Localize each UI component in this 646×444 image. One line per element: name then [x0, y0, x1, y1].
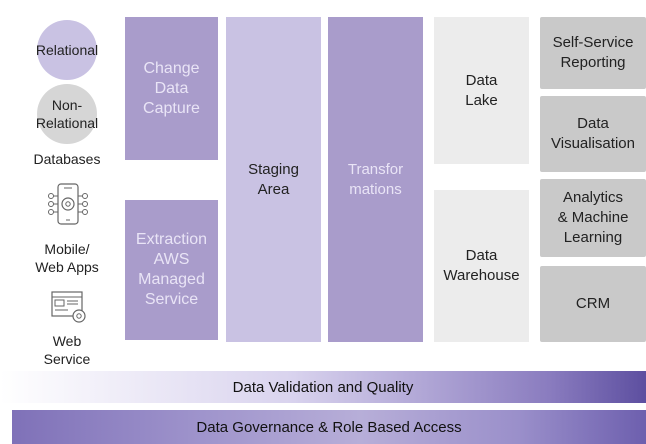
mobile-web-apps-label: Mobile/ Web Apps [35, 241, 99, 275]
analytics-ml-label: Analytics & Machine Learning [557, 189, 629, 246]
change-data-capture-block: Change Data Capture [125, 17, 218, 160]
relational-db-circle: Relational [35, 20, 99, 80]
data-validation-band: Data Validation and Quality [0, 371, 646, 403]
data-governance-label: Data Governance & Role Based Access [196, 418, 462, 436]
web-service-label: Web Service [43, 333, 91, 367]
change-data-capture-label: Change Data Capture [143, 59, 200, 117]
extraction-label: Extraction AWS Managed Service [135, 231, 208, 308]
data-warehouse-block: Data Warehouse [434, 190, 529, 342]
data-lake-label: Data Lake [465, 71, 498, 109]
extraction-block: Extraction AWS Managed Service [125, 200, 218, 340]
data-visualisation-label: Data Visualisation [551, 115, 635, 152]
data-warehouse-label: Data Warehouse [443, 247, 520, 284]
staging-area-block: Staging Area [226, 17, 321, 342]
non-relational-label: Non- Relational [35, 97, 99, 131]
data-governance-band: Data Governance & Role Based Access [12, 410, 646, 444]
mobile-app-icon [48, 183, 88, 225]
self-service-reporting-block: Self-Service Reporting [540, 17, 646, 89]
crm-label: CRM [575, 295, 611, 312]
non-relational-db-circle: Non- Relational [35, 84, 99, 144]
data-validation-label: Data Validation and Quality [232, 378, 414, 396]
relational-label: Relational [35, 42, 99, 58]
data-lake-block: Data Lake [434, 17, 529, 164]
analytics-ml-block: Analytics & Machine Learning [540, 179, 646, 257]
crm-block: CRM [540, 266, 646, 342]
databases-label: Databases [33, 151, 101, 167]
transformations-block: Transfor mations [328, 17, 423, 342]
staging-area-label: Staging Area [248, 160, 299, 198]
self-service-reporting-label: Self-Service Reporting [552, 34, 634, 71]
data-visualisation-block: Data Visualisation [540, 96, 646, 172]
transformations-label: Transfor mations [347, 160, 404, 198]
web-service-icon [51, 291, 86, 323]
